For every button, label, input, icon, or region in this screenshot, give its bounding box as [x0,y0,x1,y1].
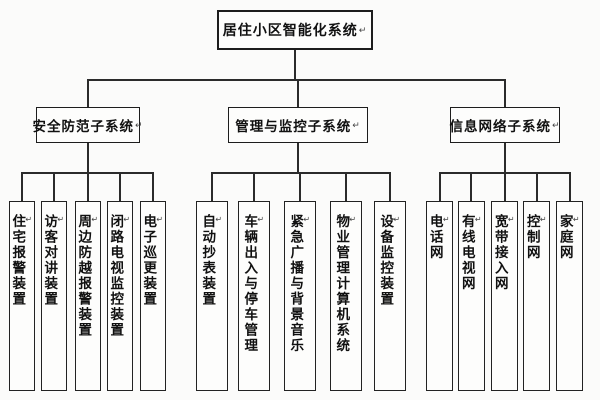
leaf-emergency-broadcast: 紧急广播与背景音乐↵ [284,201,316,391]
connector-line [345,172,347,201]
return-mark: ↵ [256,215,266,224]
leaf-cable-tv-network: 有线电视网↵ [458,201,485,391]
connector-line [87,143,89,173]
connector-line [470,172,472,201]
connector-line [504,172,506,201]
connector-line [504,79,506,107]
leaf-home-network: 家庭网↵ [556,201,583,391]
leaf-electronic-patrol: 电子巡更装置↵ [140,201,166,391]
return-mark: ↵ [358,24,368,35]
node-security-subsystem: 安全防范子系统↵ [32,107,143,143]
connector-line [299,172,301,201]
leaf-label: 周边防越报警装置 [76,214,92,338]
return-mark: ↵ [392,215,402,224]
return-mark: ↵ [122,215,132,224]
leaf-label: 闭路电视监控装置 [108,214,124,338]
leaf-auto-meter-reading: 自动抄表装置↵ [196,201,228,391]
leaf-label: 住宅报警装置 [10,214,26,307]
leaf-equipment-monitoring: 设备监控装置↵ [374,201,406,391]
leaf-label: 自动抄表装置 [200,214,216,307]
connector-line [294,50,296,80]
connector-line [569,172,571,201]
return-mark: ↵ [56,215,66,224]
return-mark: ↵ [155,215,165,224]
connector-line [439,172,441,201]
leaf-label: 紧急广播与背景音乐 [288,214,304,354]
connector-line [211,172,213,201]
return-mark: ↵ [134,119,144,130]
connector-line [389,172,391,201]
return-mark: ↵ [24,215,34,224]
leaf-telephone-network: 电话网↵ [426,201,453,391]
leaf-label: 宽带接入网 [492,214,508,292]
leaf-vehicle-parking-mgmt: 车辆出入与停车管理↵ [238,201,270,391]
subsystem-label: 信息网络子系统 [449,119,551,134]
connector-line [212,172,390,174]
connector-line [87,79,89,107]
leaf-perimeter-alarm: 周边防越报警装置↵ [75,201,101,391]
leaf-property-mgmt-computer: 物业管理计算机系统↵ [330,201,362,391]
leaf-label: 有线电视网 [459,214,475,292]
connector-line [21,172,23,201]
connector-line [536,172,538,201]
leaf-label: 车辆出入与停车管理 [242,214,258,354]
subsystem-label: 安全防范子系统 [32,119,134,134]
return-mark: ↵ [441,215,451,224]
leaf-label: 访客对讲装置 [42,214,58,307]
root-label: 居住小区智能化系统 [222,22,358,38]
leaf-broadband-access-network: 宽带接入网↵ [491,201,518,391]
connector-line [253,172,255,201]
node-info-network-subsystem: 信息网络子系统↵ [449,107,561,143]
connector-line [119,172,121,201]
leaf-label: 家庭网 [557,214,573,261]
return-mark: ↵ [571,215,581,224]
leaf-visitor-intercom: 访客对讲装置↵ [41,201,67,391]
connector-line [504,143,506,173]
connector-line [53,172,55,201]
connector-line [152,172,154,201]
leaf-label: 设备监控装置 [378,214,394,307]
return-mark: ↵ [214,215,224,224]
leaf-control-network: 控制网↵ [523,201,550,391]
return-mark: ↵ [302,215,312,224]
node-management-monitoring-subsystem: 管理与监控子系统↵ [228,107,368,143]
return-mark: ↵ [506,215,516,224]
connector-line [87,172,89,201]
leaf-cctv-monitoring: 闭路电视监控装置↵ [107,201,133,391]
leaf-residential-alarm: 住宅报警装置↵ [9,201,35,391]
leaf-label: 电话网 [427,214,443,261]
return-mark: ↵ [352,119,361,130]
node-root-system: 居住小区智能化系统↵ [217,10,373,50]
leaf-label: 控制网 [524,214,540,261]
leaf-label: 电子巡更装置 [141,214,157,307]
return-mark: ↵ [551,119,561,130]
return-mark: ↵ [348,215,358,224]
subsystem-label: 管理与监控子系统 [235,119,352,134]
connector-line [297,79,299,107]
leaf-label: 物业管理计算机系统 [334,214,350,354]
return-mark: ↵ [538,215,548,224]
return-mark: ↵ [473,215,483,224]
connector-line [297,143,299,173]
return-mark: ↵ [90,215,100,224]
